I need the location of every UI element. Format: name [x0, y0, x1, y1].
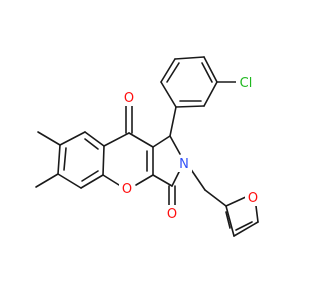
bond	[135, 174, 154, 186]
bond	[169, 135, 181, 155]
bond	[235, 221, 253, 231]
bond	[37, 131, 61, 146]
bond	[203, 56, 218, 83]
bond	[169, 106, 177, 137]
atom-label-nitrogen: N	[179, 157, 189, 172]
bond	[201, 62, 213, 83]
atom-label-ring-o: O	[122, 182, 132, 197]
atom-label-chlorine: Cl	[240, 76, 253, 91]
bond	[35, 173, 59, 188]
nitrogen: N	[176, 155, 192, 172]
bond-lines	[35, 56, 259, 237]
bond	[233, 221, 259, 237]
furan-oxygen: O	[245, 189, 261, 206]
bond	[103, 132, 130, 147]
bond	[225, 205, 235, 237]
carbonyl-oxygen-top: O	[121, 89, 137, 106]
bond	[84, 138, 99, 150]
bond	[80, 174, 104, 189]
chlorine: Cl	[236, 74, 256, 91]
ring-oxygen: O	[119, 180, 135, 197]
bond	[174, 56, 205, 60]
bond	[225, 195, 249, 207]
bond	[204, 189, 227, 207]
bond	[171, 169, 181, 187]
bond	[160, 58, 176, 83]
bond	[152, 135, 171, 148]
atom-labels: O O O N O Cl	[119, 74, 261, 222]
bond	[152, 174, 173, 187]
atom-label-carbonyl-o-top: O	[124, 91, 134, 106]
bond	[175, 105, 205, 108]
bond	[166, 62, 180, 83]
atom-label-carbonyl-o-lactam: O	[167, 207, 177, 222]
bond	[128, 132, 154, 148]
bond	[225, 211, 231, 229]
bond	[203, 81, 218, 107]
carbonyl-oxygen-lactam: O	[164, 205, 180, 222]
bond	[160, 81, 177, 108]
bond	[57, 144, 61, 175]
bond	[63, 147, 67, 171]
atom-label-furan-o: O	[248, 191, 258, 206]
bond	[59, 131, 86, 146]
bond	[102, 174, 120, 186]
molecule-structure: O O O N O Cl	[35, 56, 261, 237]
bond	[189, 167, 206, 191]
bond	[84, 131, 105, 147]
bond	[102, 145, 105, 176]
bond	[255, 205, 259, 223]
bond	[57, 173, 82, 189]
bond	[81, 170, 99, 182]
